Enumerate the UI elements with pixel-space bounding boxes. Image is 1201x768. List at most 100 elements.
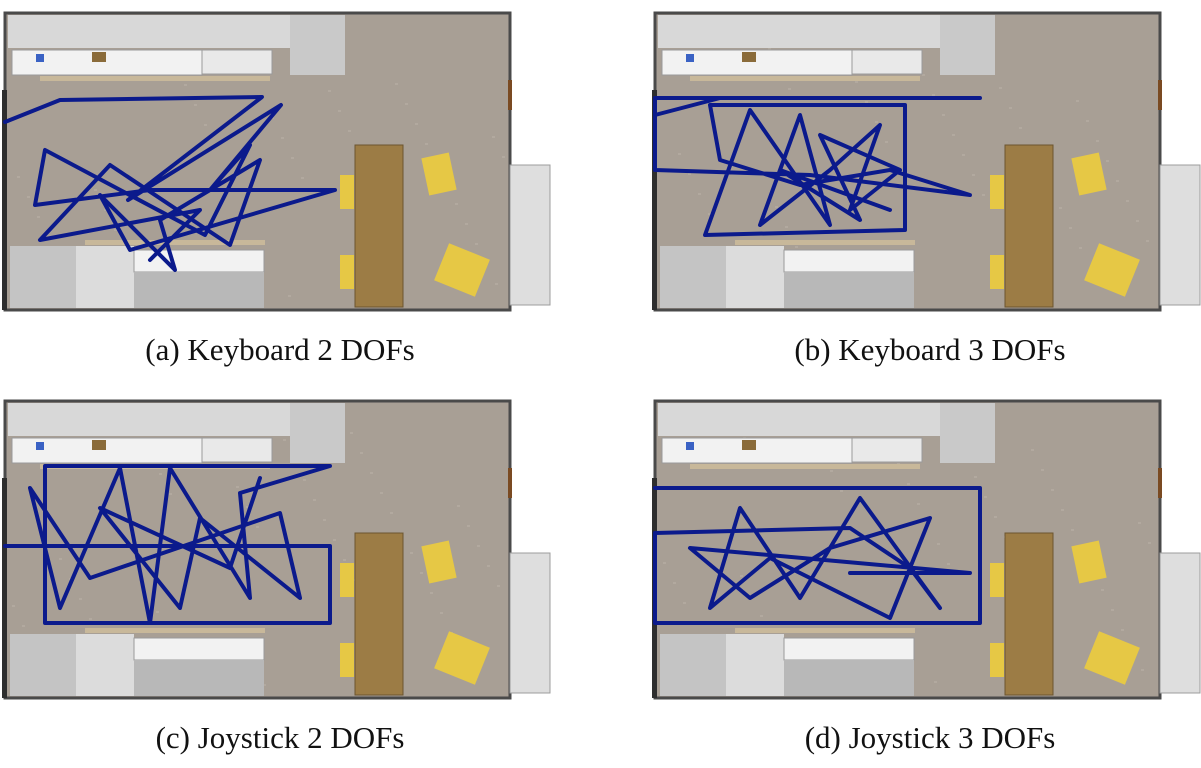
carpet-speckle bbox=[1101, 589, 1104, 591]
bottom-cabinet-mid bbox=[726, 246, 784, 308]
carpet-speckle bbox=[475, 243, 478, 245]
right-cabinet bbox=[509, 552, 551, 694]
carpet-speckle bbox=[410, 552, 413, 554]
room-scene bbox=[652, 399, 1201, 700]
carpet-speckle bbox=[1041, 469, 1044, 471]
top-counter-edge bbox=[690, 76, 920, 81]
carpet-speckle bbox=[487, 565, 490, 567]
bottom-cabinet-left bbox=[10, 246, 76, 308]
carpet-speckle bbox=[395, 83, 398, 85]
carpet-speckle bbox=[256, 526, 259, 528]
chair-object bbox=[742, 52, 756, 62]
door-handle bbox=[1158, 80, 1162, 110]
chair-bottom-right bbox=[434, 243, 490, 297]
carpet-speckle bbox=[283, 439, 286, 441]
bottom-counter-edge bbox=[85, 240, 265, 245]
top-counter bbox=[11, 49, 203, 76]
panel-caption: (b) Keyboard 3 DOFs bbox=[794, 332, 1066, 367]
carpet-speckle bbox=[455, 203, 458, 205]
panel-keyboard-3dof: (b) Keyboard 3 DOFs bbox=[650, 10, 1201, 380]
bottom-cabinet-left bbox=[660, 634, 726, 696]
door-handle bbox=[508, 80, 512, 110]
carpet-speckle bbox=[740, 575, 743, 577]
carpet-speckle bbox=[962, 154, 965, 156]
chair-left-bottom bbox=[990, 255, 1004, 289]
top-cabinet bbox=[290, 403, 345, 463]
carpet-speckle bbox=[937, 543, 940, 545]
carpet-speckle bbox=[1116, 180, 1119, 182]
carpet-speckle bbox=[1079, 247, 1082, 249]
carpet-speckle bbox=[1146, 240, 1149, 242]
carpet-speckle bbox=[698, 193, 701, 195]
carpet-speckle bbox=[1096, 140, 1099, 142]
carpet-speckle bbox=[974, 476, 977, 478]
carpet-speckle bbox=[405, 103, 408, 105]
monitor-object bbox=[686, 442, 694, 450]
carpet-speckle bbox=[89, 618, 92, 620]
carpet-speckle bbox=[1071, 529, 1074, 531]
carpet-speckle bbox=[984, 496, 987, 498]
carpet-speckle bbox=[333, 539, 336, 541]
carpet-speckle bbox=[775, 206, 778, 208]
carpet-speckle bbox=[1076, 100, 1079, 102]
carpet-speckle bbox=[303, 479, 306, 481]
chair-object bbox=[92, 52, 106, 62]
chair-left-top bbox=[340, 563, 354, 597]
carpet-speckle bbox=[281, 137, 284, 139]
carpet-speckle bbox=[830, 470, 833, 472]
carpet-speckle bbox=[678, 153, 681, 155]
carpet-speckle bbox=[1111, 609, 1114, 611]
carpet-speckle bbox=[114, 229, 117, 231]
chair-object bbox=[92, 440, 106, 450]
carpet-speckle bbox=[22, 625, 25, 627]
chair-top-right bbox=[421, 152, 457, 196]
table bbox=[1004, 532, 1054, 696]
carpet-speckle bbox=[1126, 200, 1129, 202]
trajectory-path bbox=[653, 96, 982, 237]
carpet-speckle bbox=[663, 562, 666, 564]
carpet-speckle bbox=[972, 174, 975, 176]
carpet-speckle bbox=[673, 582, 676, 584]
top-cabinet bbox=[940, 403, 995, 463]
chair-bottom-right bbox=[434, 631, 490, 685]
top-shelf bbox=[658, 403, 940, 436]
bottom-counter bbox=[783, 637, 915, 661]
monitor-object bbox=[36, 54, 44, 62]
carpet-speckle bbox=[495, 283, 498, 285]
chair-bottom-right bbox=[1084, 631, 1140, 685]
bottom-cabinet-mid bbox=[76, 634, 134, 696]
carpet-speckle bbox=[236, 486, 239, 488]
top-shelf bbox=[658, 15, 940, 48]
carpet-speckle bbox=[79, 598, 82, 600]
carpet-speckle bbox=[922, 74, 925, 76]
carpet-speckle bbox=[323, 519, 326, 521]
panel-caption: (c) Joystick 2 DOFs bbox=[155, 720, 405, 755]
door-handle bbox=[1158, 468, 1162, 498]
carpet-speckle bbox=[457, 505, 460, 507]
carpet-speckle bbox=[380, 492, 383, 494]
carpet-speckle bbox=[1086, 120, 1089, 122]
carpet-speckle bbox=[708, 213, 711, 215]
carpet-speckle bbox=[683, 602, 686, 604]
carpet-speckle bbox=[1148, 542, 1151, 544]
carpet-speckle bbox=[932, 94, 935, 96]
carpet-speckle bbox=[465, 223, 468, 225]
panel-caption: (a) Keyboard 2 DOFs bbox=[145, 332, 415, 367]
chair-left-top bbox=[990, 175, 1004, 209]
bottom-counter-front bbox=[784, 272, 914, 308]
chair-object bbox=[742, 440, 756, 450]
chair-top-right bbox=[1071, 152, 1107, 196]
top-cabinet bbox=[940, 15, 995, 75]
carpet-speckle bbox=[184, 84, 187, 86]
carpet-speckle bbox=[907, 483, 910, 485]
table bbox=[1004, 144, 1054, 308]
carpet-speckle bbox=[156, 611, 159, 613]
carpet-speckle bbox=[467, 525, 470, 527]
carpet-speckle bbox=[390, 512, 393, 514]
carpet-speckle bbox=[788, 88, 791, 90]
carpet-speckle bbox=[477, 545, 480, 547]
carpet-speckle bbox=[840, 490, 843, 492]
bottom-counter bbox=[133, 637, 265, 661]
right-cabinet bbox=[1159, 552, 1201, 694]
carpet-speckle bbox=[440, 612, 443, 614]
